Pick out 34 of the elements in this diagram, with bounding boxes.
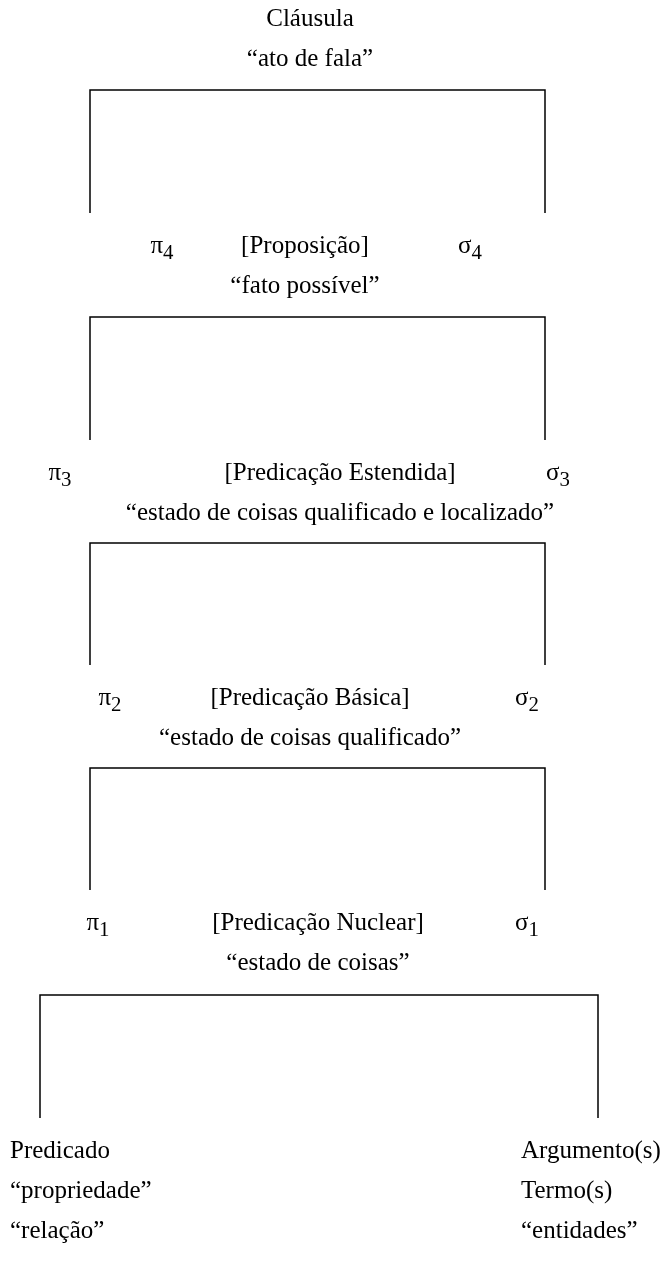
layer-label: Argumento(s) [521,1135,661,1166]
layer-label: π$_{3}$ [48,457,72,493]
layer-label: σ$_{1}$ [515,907,539,943]
bracket-line [89,89,318,214]
gloss-text: “estado de coisas qualificado” [159,722,461,752]
layer-label: [Predicação Estendida] [224,457,456,487]
layer-label: π$_{1}$ [86,907,110,943]
layer-label: σ$_{2}$ [515,682,539,718]
bracket-line [89,316,318,441]
layer-label: Predicado [10,1135,110,1165]
bracket-line [316,316,546,441]
layer-label: Cláusula [266,3,354,33]
bracket-line [89,767,318,891]
gloss-text: “relação” [10,1215,105,1245]
bracket-line [39,994,318,1119]
layer-label: σ$_{3}$ [546,457,570,493]
gloss-text: “propriedade” [10,1175,152,1205]
gloss-text: “entidades” [521,1215,638,1245]
gloss-text: “ato de fala” [246,43,374,73]
bracket-line [316,542,546,666]
layer-label: σ$_{4}$ [458,230,482,266]
gloss-text: “estado de coisas” [226,947,410,977]
bracket-line [316,994,599,1119]
layer-label: [Predicação Nuclear] [212,907,424,937]
gloss-text: Termo(s) [521,1175,613,1206]
bracket-line [316,767,546,891]
layer-label: [Predicação Básica] [210,682,410,712]
layer-label: π$_{2}$ [98,682,122,718]
bracket-line [89,542,318,666]
bracket-line [316,89,546,214]
gloss-text: “estado de coisas qualificado e localizado” [125,497,555,527]
layer-label: [Proposição] [241,230,369,260]
gloss-text: “fato possível” [230,270,380,300]
layer-label: π$_{4}$ [150,230,174,266]
